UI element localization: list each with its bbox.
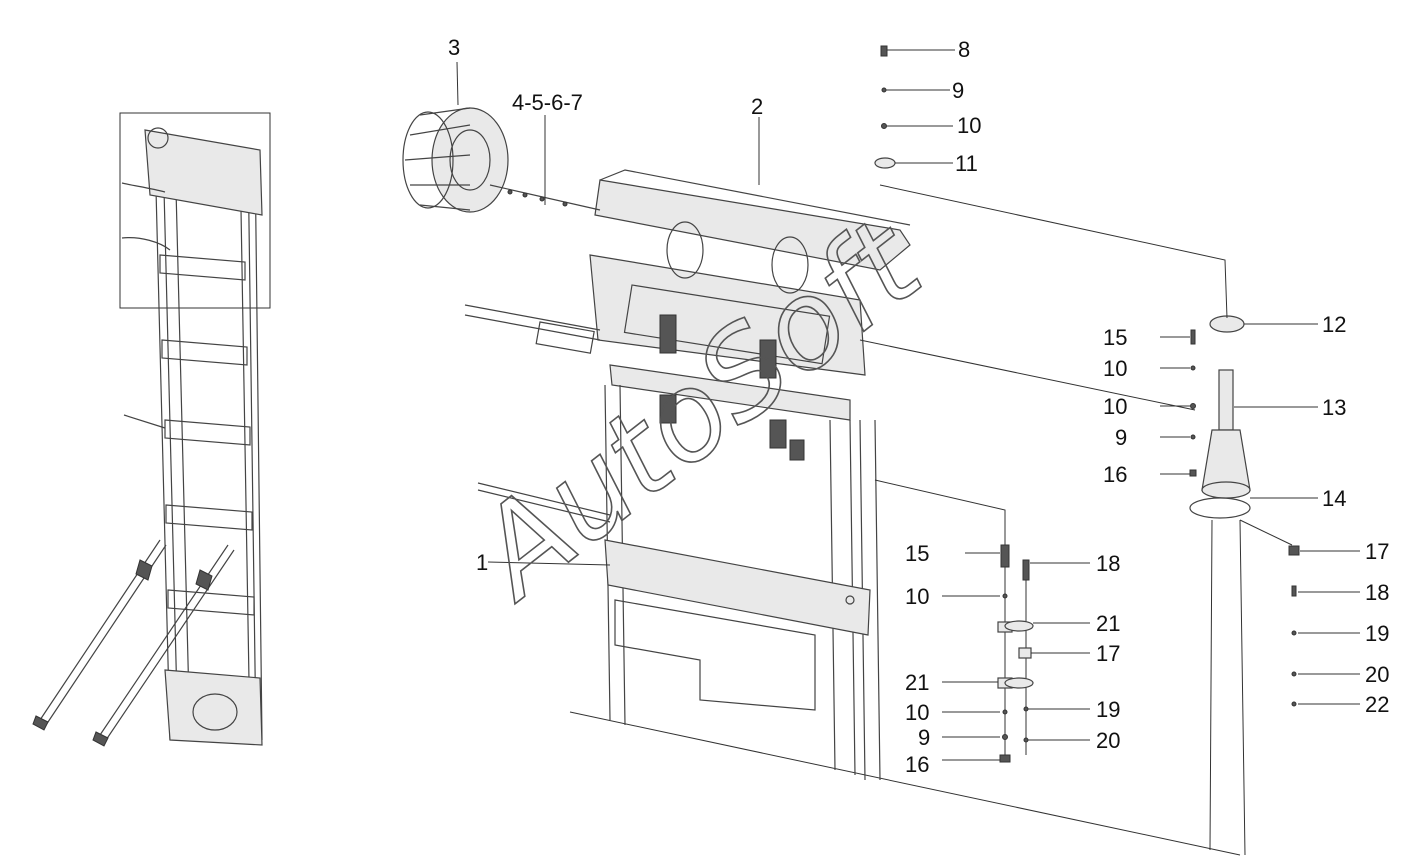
label-9: 9 [952,78,964,103]
label-2: 2 [751,94,763,119]
label-4-5-6-7: 4-5-6-7 [512,90,583,115]
label-9: 9 [1115,425,1127,450]
label-8: 8 [958,37,970,62]
label-21: 21 [905,670,929,695]
pulley-assembly [402,107,601,213]
label-10: 10 [1103,356,1127,381]
fastener-stacks [874,45,1300,763]
label-18: 18 [1096,551,1120,576]
label-20: 20 [1096,728,1120,753]
label-19: 19 [1365,621,1389,646]
column-assembly [859,184,1293,856]
label-17: 17 [1365,539,1389,564]
leader-lines [456,49,1360,761]
label-12: 12 [1322,312,1346,337]
label-20: 20 [1365,662,1389,687]
label-10: 10 [905,584,929,609]
label-10: 10 [1103,394,1127,419]
label-16: 16 [905,752,929,777]
label-11: 11 [955,151,978,176]
label-16: 16 [1103,462,1127,487]
label-22: 22 [1365,692,1389,717]
label-15: 15 [905,541,929,566]
label-15: 15 [1103,325,1127,350]
label-10: 10 [905,700,929,725]
mast-overview [32,112,271,747]
label-13: 13 [1322,395,1346,420]
label-19: 19 [1096,697,1120,722]
label-17: 17 [1096,641,1120,666]
main-frame [464,169,1241,856]
label-14: 14 [1322,486,1346,511]
callout-labels: 1 2 3 4-5-6-7 8 9 10 11 12 15 10 10 13 9… [448,35,1389,777]
label-18: 18 [1365,580,1389,605]
label-9: 9 [918,725,930,750]
label-21: 21 [1096,611,1120,636]
label-1: 1 [476,550,488,575]
label-3: 3 [448,35,460,60]
label-10: 10 [957,113,981,138]
